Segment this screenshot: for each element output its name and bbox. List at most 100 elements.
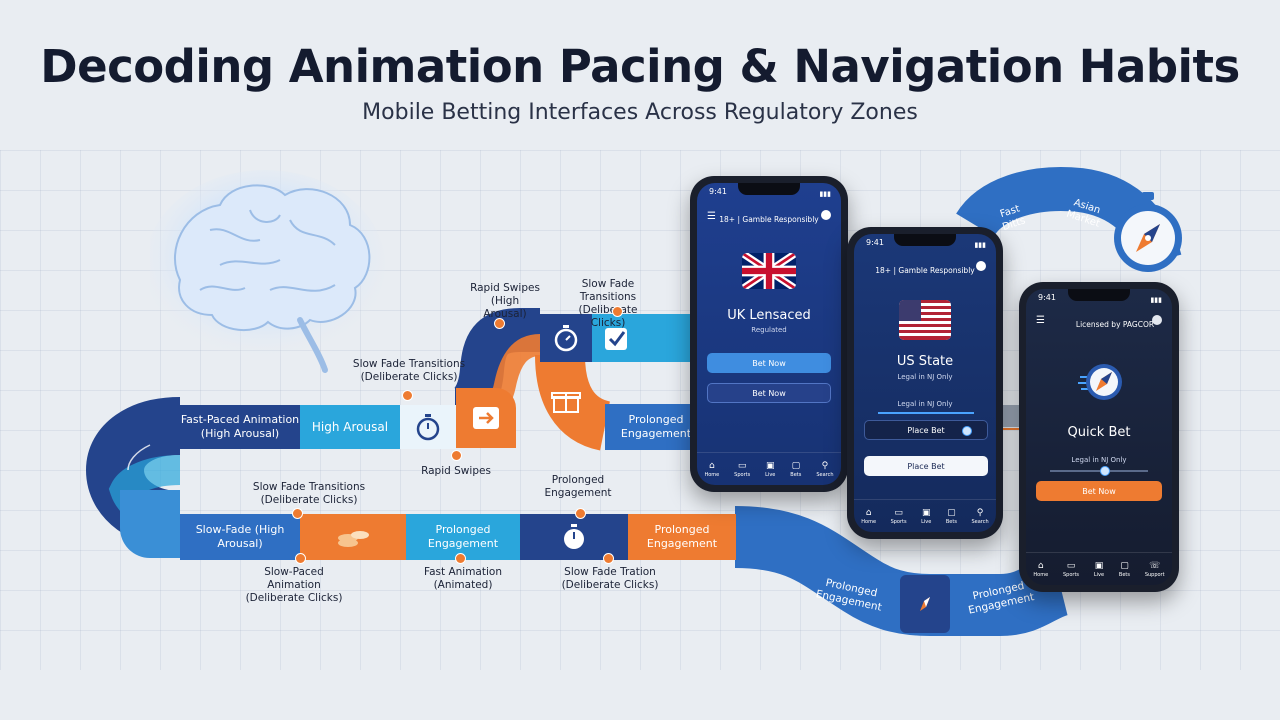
status-time: 9:41 [709, 187, 727, 196]
segment-prolonged-engagement-bottom-b: Prolonged Engagement [628, 514, 736, 560]
connector-dot [612, 306, 623, 317]
slider-handle[interactable] [1100, 466, 1110, 476]
segment-prolonged-engagement-bottom-a: Prolonged Engagement [406, 514, 520, 560]
menu-icon[interactable]: ☰ [1036, 315, 1045, 326]
tab-sports[interactable]: ▭Sports [734, 460, 751, 478]
tab-support[interactable]: ☏Support [1144, 560, 1165, 578]
arrow-right-icon [473, 407, 499, 429]
phone-uk-screen: 9:41 ▮▮▮ ☰ 18+ | Gamble Responsibly UK L… [697, 183, 841, 485]
compass-icon [1078, 364, 1122, 400]
tab-bar: ⌂Home ▭Sports ▣Live ▢Bets ⚲Search [854, 499, 996, 532]
status-time: 9:41 [1038, 293, 1056, 302]
bet-now-button[interactable]: Bet Now [1036, 481, 1162, 501]
phone-asia-subtitle: Legal in NJ Only [1071, 456, 1127, 464]
tab-bets[interactable]: ▢Bets [945, 507, 957, 525]
profile-icon[interactable] [821, 210, 831, 220]
connector-dot [292, 508, 303, 519]
tab-search[interactable]: ⚲Search [971, 507, 989, 525]
gift-box-icon [551, 392, 581, 413]
connector-dot [295, 553, 306, 564]
tab-live[interactable]: ▣Live [1093, 560, 1105, 578]
profile-icon[interactable] [1152, 315, 1162, 325]
connector-dot [575, 508, 586, 519]
place-bet-button-secondary[interactable]: Place Bet [864, 456, 988, 476]
phone-uk-subtitle: Regulated [751, 326, 787, 334]
segment-left-curve-bottom [120, 490, 180, 558]
phone-us-title: US State [896, 354, 954, 369]
slider-track [1050, 470, 1148, 472]
tab-bar: ⌂Home ▭Sports ▣Live ▢Bets ⚲Search [697, 452, 841, 485]
segment-coins [300, 514, 406, 560]
segment-arrow [456, 388, 516, 448]
battery-icon: ▮▮▮ [974, 241, 986, 249]
page-title: Decoding Animation Pacing & Navigation H… [40, 40, 1240, 93]
segment-slow-fade-high-arousal: Slow-Fade (High Arousal) [180, 514, 300, 560]
label-slow-paced: Slow-Paced Animation (Deliberate Clicks) [245, 566, 343, 604]
connector-dot [402, 390, 413, 401]
label-prolonged-above: Prolonged Engagement [544, 474, 612, 499]
search-icon: ⚲ [976, 507, 984, 518]
phone-us-screen: 9:41 ▮▮▮ 18+ | Gamble Responsibly US Sta… [854, 234, 996, 532]
battery-icon: ▮▮▮ [819, 190, 831, 198]
connector-dot [455, 553, 466, 564]
label-fast-animation: Fast Animation (Animated) [424, 566, 502, 591]
brain-icon [150, 170, 385, 373]
live-icon: ▣ [1094, 560, 1104, 571]
status-time: 9:41 [866, 238, 884, 247]
slider-track [878, 412, 974, 414]
label-rapid-swipes-top: Rapid Swipes (High Arousal) [470, 282, 540, 320]
tab-sports[interactable]: ▭Sports [890, 507, 907, 525]
menu-icon[interactable]: ☰ [707, 211, 716, 222]
tab-home[interactable]: ⌂Home [1033, 560, 1049, 578]
tab-bets[interactable]: ▢Bets [790, 460, 802, 478]
us-flag-icon [899, 300, 951, 340]
coins-icon [338, 531, 369, 547]
phone-notch [894, 234, 956, 246]
bet-now-button-secondary[interactable]: Bet Now [707, 383, 831, 403]
search-icon: ⚲ [821, 460, 829, 471]
segment-top-stopwatch [540, 314, 592, 362]
slider-handle[interactable] [962, 426, 972, 436]
label-slow-fade-lower: Slow Fade Transitions (Deliberate Clicks… [252, 481, 366, 506]
segment-compass [900, 575, 950, 633]
place-bet-button[interactable]: Place Bet [864, 420, 988, 440]
sports-icon: ▭ [737, 460, 747, 471]
segment-fast-paced-animation: Fast-Paced Animation (High Arousal) [180, 405, 300, 449]
segment-bottom-stopwatch [520, 514, 628, 560]
label-rapid-swipes: Rapid Swipes [421, 465, 491, 477]
live-icon: ▣ [921, 507, 931, 518]
compass-icon [920, 597, 930, 611]
label-slow-fade-tration: Slow Fade Tration (Deliberate Clicks) [561, 566, 659, 591]
uk-flag-icon [742, 253, 796, 289]
phone-asia: 9:41 ▮▮▮ ☰ Licensed by PAGCOR Quick Bet … [1019, 282, 1179, 592]
tab-home[interactable]: ⌂Home [861, 507, 877, 525]
label-slow-fade-left: Slow Fade Transitions (Deliberate Clicks… [352, 358, 466, 383]
tab-sports[interactable]: ▭Sports [1063, 560, 1080, 578]
bets-icon: ▢ [947, 507, 956, 518]
tab-bets[interactable]: ▢Bets [1118, 560, 1130, 578]
bets-icon: ▢ [791, 460, 801, 471]
connector-dot [494, 318, 505, 329]
bet-now-button[interactable]: Bet Now [707, 353, 831, 373]
tab-live[interactable]: ▣Live [921, 507, 932, 525]
phone-us-subtitle-2: Legal in NJ Only [897, 400, 953, 408]
phone-notch [1068, 289, 1130, 301]
connector-dot [603, 553, 614, 564]
tab-bar: ⌂Home ▭Sports ▣Live ▢Bets ☏Support [1026, 552, 1172, 585]
home-icon: ⌂ [708, 460, 715, 471]
tab-live[interactable]: ▣Live [765, 460, 776, 478]
phone-us: 9:41 ▮▮▮ 18+ | Gamble Responsibly US Sta… [847, 227, 1003, 539]
segment-top-checkbox [592, 314, 692, 362]
tab-home[interactable]: ⌂Home [704, 460, 720, 478]
profile-icon[interactable] [976, 261, 986, 271]
support-icon: ☏ [1149, 560, 1161, 571]
live-icon: ▣ [765, 460, 775, 471]
segment-high-arousal: High Arousal [300, 405, 400, 449]
bets-icon: ▢ [1120, 560, 1129, 571]
segment-stopwatch [400, 405, 456, 449]
phone-notch [738, 183, 800, 195]
label-slow-fade-top: Slow Fade Transitions (Deliberate Clicks… [578, 278, 638, 329]
stopwatch-icon [554, 325, 578, 352]
sports-icon: ▭ [894, 507, 903, 518]
tab-search[interactable]: ⚲Search [816, 460, 834, 478]
